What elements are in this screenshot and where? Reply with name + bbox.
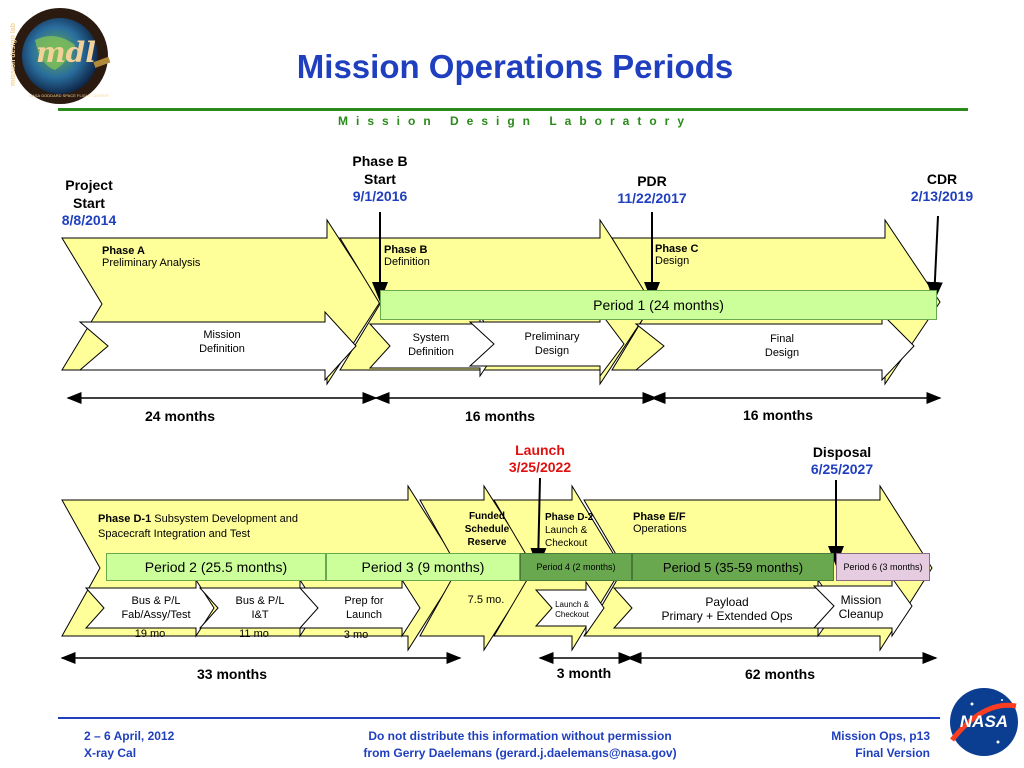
header-rule [58, 108, 968, 111]
phase-ef-label: Phase E/F Operations [633, 511, 687, 535]
page-subtitle: Mission Design Laboratory [337, 114, 693, 128]
bus-it-arrow [198, 578, 319, 638]
duration-16-months-c: 16 months [742, 407, 813, 423]
preliminary-design-label: Preliminary Design [524, 331, 580, 357]
payload-arrow [612, 578, 839, 638]
milestone-launch: Launch 3/25/2022 [508, 442, 572, 475]
mdl-ring-text: mission design lab [10, 22, 17, 86]
mission-cleanup-arrow [812, 576, 913, 638]
milestone-pdr: PDR 11/22/2017 [617, 173, 687, 206]
milestone-phase-b-start: Phase B Start 9/1/2016 [352, 153, 408, 204]
bus-it-label: Bus & P/L I&T [235, 595, 285, 621]
prep-launch-label: Prep for Launch [344, 595, 384, 621]
mission-definition-arrow [78, 310, 357, 382]
prep-launch-arrow [298, 578, 421, 638]
period-6-bar: Period 6 (3 months) [836, 553, 930, 581]
bus-fab-months: 19 mo [134, 628, 166, 640]
page-title: Mission Operations Periods [296, 48, 734, 85]
bus-fab-label: Bus & P/L Fab/Assy/Test [121, 595, 191, 621]
duration-24-months: 24 months [144, 408, 215, 424]
milestone-cdr: CDR 2/13/2019 [910, 171, 974, 204]
phase-c-label: Phase C Design [655, 243, 699, 267]
milestone-disposal: Disposal 6/25/2027 [810, 444, 874, 477]
footer-right: Mission Ops, p13 Final Version [831, 729, 930, 760]
duration-33-months: 33 months [196, 666, 267, 682]
final-design-label: Final Design [764, 333, 800, 359]
nasa-logo-text: NASA [959, 712, 1009, 731]
duration-3-month: 3 month [556, 665, 612, 681]
footer-left: 2 – 6 April, 2012 X-ray Cal [84, 729, 175, 760]
period-1-bar: Period 1 (24 months) [380, 290, 937, 320]
mdl-logo-text: mdl [36, 36, 96, 69]
system-definition-arrow [368, 314, 501, 378]
period-4-bar: Period 4 (2 months) [520, 553, 632, 581]
duration-62-months: 62 months [744, 666, 815, 682]
milestone-project-start: Project Start 8/8/2014 [61, 177, 117, 228]
nasa-logo [950, 688, 1018, 756]
bus-fab-arrow [84, 578, 215, 638]
system-definition-label: System Definition [408, 332, 454, 358]
final-design-arrow [634, 312, 915, 382]
mission-cleanup-label: Mission Cleanup [838, 593, 884, 621]
bus-it-months: 11 mo [239, 628, 269, 640]
phase-a-label: Phase A Preliminary Analysis [102, 245, 201, 269]
mission-definition-label: Mission Definition [199, 329, 245, 355]
period-2-bar: Period 2 (25.5 months) [106, 553, 326, 581]
launch-checkout-label: Launch & Checkout [555, 600, 589, 619]
mdl-logo [12, 8, 111, 104]
footer-center: Do not distribute this information witho… [363, 729, 677, 760]
reserve-months: 7.5 mo. [467, 594, 505, 606]
payload-label: Payload Primary + Extended Ops [661, 595, 793, 623]
mdl-bottom-text: NASA GODDARD SPACE FLIGHT CENTER [29, 93, 109, 98]
period-5-bar: Period 5 (35-59 months) [632, 553, 834, 581]
duration-16-months-b: 16 months [464, 408, 535, 424]
period-3-bar: Period 3 (9 months) [326, 553, 520, 581]
phase-b-label: Phase B Definition [384, 244, 430, 268]
launch-checkout-arrow [534, 580, 605, 636]
prep-launch-months: 3 mo [343, 629, 369, 641]
phase-d2-label: Phase D-2 Launch & Checkout [545, 512, 594, 549]
phase-d1-label: Phase D-1 Subsystem Development and Spac… [98, 513, 298, 540]
funded-reserve-label: Funded Schedule Reserve [464, 511, 510, 548]
